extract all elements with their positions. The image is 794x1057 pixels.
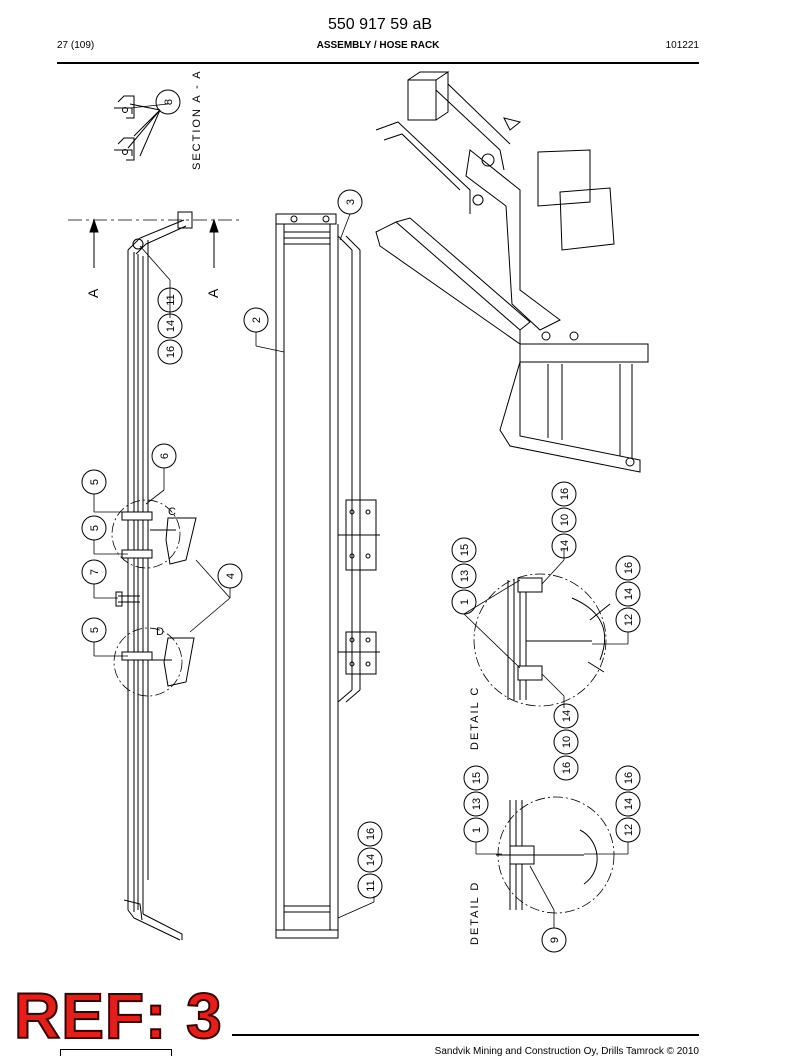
part-balloons: 8 3 2 11 14 16 6 5 5 7 5 4 16 14 11 15 1…: [81, 89, 641, 953]
balloon-12-d: 12: [615, 817, 641, 843]
svg-text:14: 14: [561, 710, 573, 722]
detail-d-mark: D: [156, 626, 164, 638]
balloon-11: 11: [157, 287, 183, 313]
balloon-16: 16: [157, 339, 183, 365]
hose-rack-side-view: C D: [111, 211, 197, 941]
balloon-4: 4: [217, 563, 243, 589]
header-divider: [57, 62, 699, 64]
svg-text:8: 8: [163, 99, 175, 105]
balloon-10-c: 10: [551, 507, 577, 533]
svg-text:5: 5: [89, 627, 101, 633]
detail-c-label: DETAIL C: [469, 686, 481, 750]
detail-d-view: DETAIL D: [469, 796, 615, 945]
document-date: 101221: [665, 40, 699, 51]
svg-text:14: 14: [623, 588, 635, 600]
svg-text:9: 9: [549, 937, 561, 943]
balloon-1-c: 1: [451, 589, 477, 615]
balloon-14-b: 14: [357, 847, 383, 873]
svg-text:10: 10: [559, 514, 571, 526]
document-number: 550 917 59 aB: [327, 16, 433, 33]
footer-divider: [232, 1034, 699, 1036]
detail-d-label: DETAIL D: [469, 881, 481, 945]
balloon-14-c: 14: [551, 533, 577, 559]
svg-text:5: 5: [89, 479, 101, 485]
page-number: 27 (109): [57, 40, 95, 51]
reference-stamp: REF: 3: [13, 980, 223, 1052]
svg-text:1: 1: [471, 827, 483, 833]
balloon-6: 6: [151, 443, 177, 469]
svg-text:15: 15: [471, 772, 483, 784]
balloon-16-c3: 16: [553, 755, 579, 781]
balloon-16-c: 16: [551, 481, 577, 507]
section-a-a-view: SECTION A - A: [114, 69, 203, 170]
section-marker-left: A: [85, 288, 101, 298]
balloon-14-c3: 14: [553, 703, 579, 729]
svg-text:12: 12: [623, 614, 635, 626]
svg-text:11: 11: [365, 880, 377, 891]
svg-text:4: 4: [225, 573, 237, 579]
balloon-15-c: 15: [451, 537, 477, 563]
balloon-8: 8: [155, 89, 181, 115]
svg-text:16: 16: [559, 488, 571, 500]
svg-text:1: 1: [459, 599, 471, 605]
balloon-13-d: 13: [463, 791, 489, 817]
balloon-14: 14: [157, 313, 183, 339]
detail-c-mark: C: [168, 506, 176, 518]
svg-text:14: 14: [165, 320, 177, 332]
balloon-16-d: 16: [615, 765, 641, 791]
balloon-11-b: 11: [357, 873, 383, 899]
balloon-3: 3: [337, 189, 363, 215]
svg-text:13: 13: [459, 570, 471, 582]
section-a-a-label: SECTION A - A: [191, 69, 203, 170]
balloon-9: 9: [541, 927, 567, 953]
svg-text:16: 16: [165, 346, 177, 358]
hose-rack-top-view: [275, 213, 380, 939]
balloon-7: 7: [81, 559, 107, 585]
balloon-16-c2: 16: [615, 555, 641, 581]
svg-text:16: 16: [623, 772, 635, 784]
svg-text:6: 6: [159, 453, 171, 459]
svg-text:16: 16: [365, 828, 377, 840]
balloon-5-b: 5: [81, 515, 107, 541]
svg-text:13: 13: [471, 798, 483, 810]
svg-text:5: 5: [89, 525, 101, 531]
svg-text:16: 16: [623, 562, 635, 574]
balloon-13-c: 13: [451, 563, 477, 589]
section-marker-right: A: [205, 288, 221, 298]
balloon-5-c: 5: [81, 617, 107, 643]
detail-c-view: DETAIL C: [469, 573, 611, 750]
svg-text:14: 14: [559, 540, 571, 552]
page-header: 27 (109) ASSEMBLY / HOSE RACK 101221: [57, 40, 699, 56]
svg-text:11: 11: [165, 294, 177, 305]
balloon-5-a: 5: [81, 469, 107, 495]
svg-text:15: 15: [459, 544, 471, 556]
leader-lines: [93, 103, 629, 928]
balloon-10-c2: 10: [553, 729, 579, 755]
svg-text:2: 2: [251, 317, 263, 323]
balloon-14-c2: 14: [615, 581, 641, 607]
balloon-15-d: 15: [463, 765, 489, 791]
svg-text:14: 14: [623, 798, 635, 810]
section-title: ASSEMBLY / HOSE RACK: [316, 40, 440, 51]
svg-text:14: 14: [365, 854, 377, 866]
svg-text:16: 16: [561, 762, 573, 774]
balloon-16-b: 16: [357, 821, 383, 847]
hose-rack-isometric-view: [375, 71, 649, 473]
balloon-12-c: 12: [615, 607, 641, 633]
balloon-1-d: 1: [463, 817, 489, 843]
svg-text:10: 10: [561, 736, 573, 748]
svg-text:12: 12: [623, 824, 635, 836]
section-cut-markers: A A: [68, 218, 240, 298]
svg-text:3: 3: [345, 199, 357, 205]
svg-text:7: 7: [89, 569, 101, 575]
balloon-14-d: 14: [615, 791, 641, 817]
footer-copyright: Sandvik Mining and Construction Oy, Dril…: [434, 1046, 699, 1057]
balloon-2: 2: [243, 307, 269, 333]
